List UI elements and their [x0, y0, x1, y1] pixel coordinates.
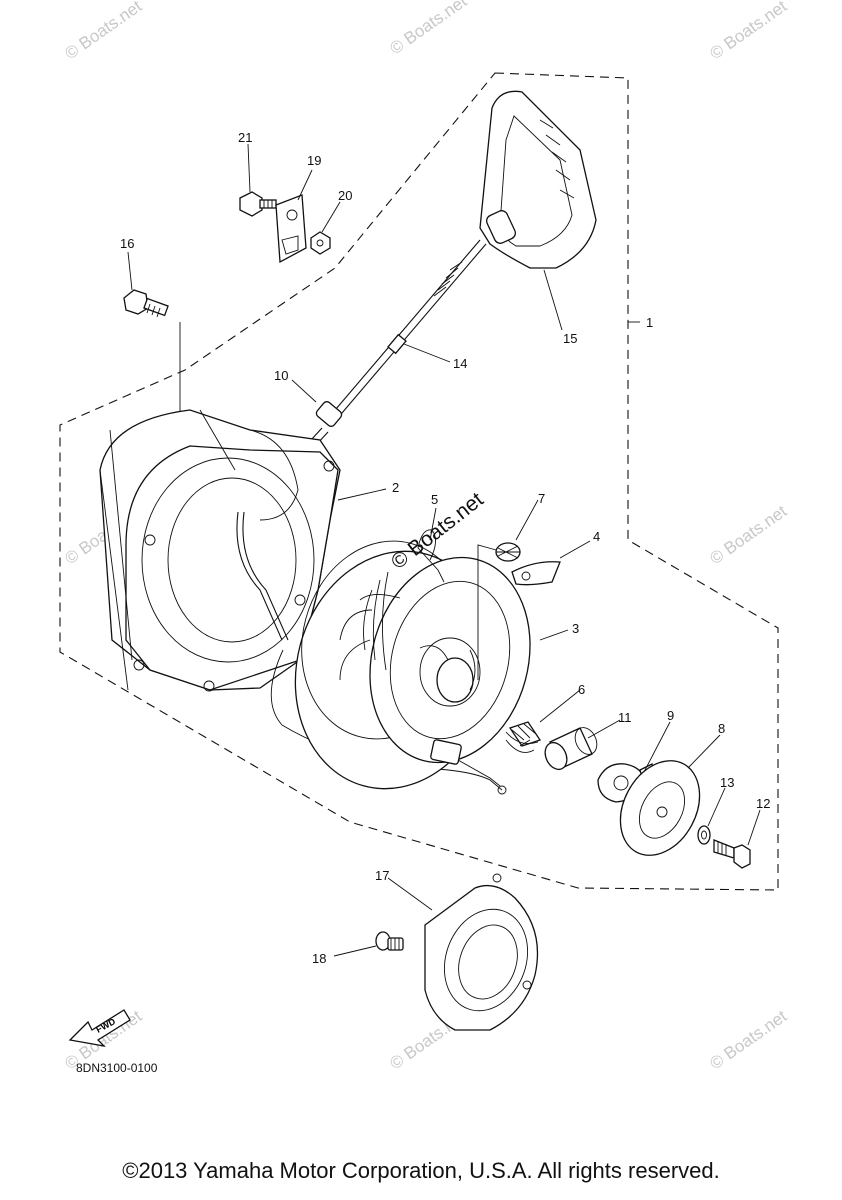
watermark: © Boats.net	[386, 0, 470, 58]
diagram-code: 8DN3100-0100	[76, 1061, 158, 1075]
cover-17	[424, 873, 539, 1031]
starter-handle	[479, 90, 597, 269]
callout-16: 16	[120, 236, 134, 251]
callout-7: 7	[538, 491, 545, 506]
callout-4: 4	[593, 529, 600, 544]
bolt-12	[713, 839, 751, 869]
callout-15: 15	[563, 331, 577, 346]
screw-18	[375, 931, 404, 951]
bushing	[544, 727, 598, 771]
watermark: © Boats.net	[706, 0, 790, 63]
callout-2: 2	[392, 480, 399, 495]
bracket-19	[275, 194, 307, 264]
nut-20	[310, 231, 331, 255]
cover-plate	[619, 760, 701, 856]
bracket-bolt-21	[239, 191, 277, 217]
pulley-sheave	[294, 540, 531, 795]
drive-spring	[477, 542, 521, 680]
callout-19: 19	[307, 153, 321, 168]
callout-12: 12	[756, 796, 770, 811]
callout-5: 5	[431, 492, 438, 507]
starter-rope	[329, 239, 487, 421]
watermark: © Boats.net	[61, 0, 145, 63]
callout-10: 10	[274, 368, 288, 383]
callout-20: 20	[338, 188, 352, 203]
callout-14: 14	[453, 356, 467, 371]
callout-8: 8	[718, 721, 725, 736]
leader-lines	[127, 143, 761, 957]
watermark: © Boats.net	[706, 501, 790, 568]
callout-6: 6	[578, 682, 585, 697]
drive-pawl	[511, 561, 561, 586]
callout-18: 18	[312, 951, 326, 966]
callout-3: 3	[572, 621, 579, 636]
callout-13: 13	[720, 775, 734, 790]
callout-11: 11	[618, 710, 632, 725]
washer	[697, 825, 711, 845]
callout-1: 1	[646, 315, 653, 330]
callout-21: 21	[238, 130, 252, 145]
copyright-footer: ©2013 Yamaha Motor Corporation, U.S.A. A…	[122, 1158, 720, 1183]
bolt-16	[123, 289, 181, 432]
coil-spring	[505, 721, 542, 753]
callout-17: 17	[375, 868, 389, 883]
watermark: © Boats.net	[706, 1006, 790, 1073]
assembly-boundary	[59, 72, 779, 891]
starter-housing	[99, 409, 341, 692]
callout-9: 9	[667, 708, 674, 723]
callouts: 1 2 3 4 5 6 7 8 9 10 11 12 13 14 15 16 1…	[120, 130, 770, 966]
